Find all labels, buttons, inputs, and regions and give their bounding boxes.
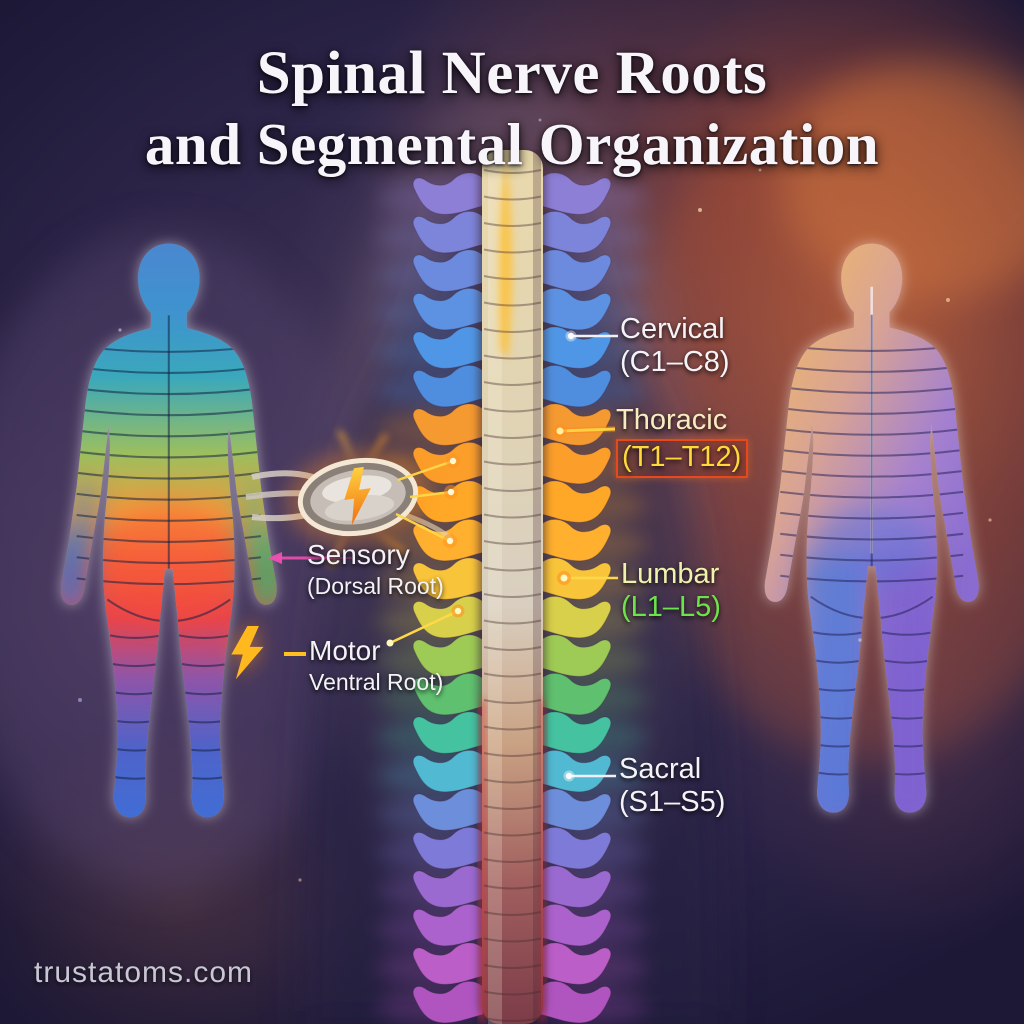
label-sensory: Sensory (Dorsal Root)	[307, 539, 444, 599]
motor-annotation-graphics	[231, 604, 465, 680]
label-sacral: Sacral (S1–S5)	[619, 753, 725, 819]
motor-sublabel: Ventral Root)	[309, 668, 444, 695]
label-lumbar: Lumbar (L1–L5)	[621, 558, 721, 624]
lumbar-range: (L1–L5)	[621, 590, 721, 623]
sacral-name: Sacral	[619, 753, 702, 785]
thoracic-range: (T1–T12)	[616, 438, 749, 478]
title-line-2: and Segmental Organization	[144, 110, 880, 177]
thoracic-name: Thoracic	[616, 404, 728, 436]
page-title: Spinal Nerve Roots and Segmental Organiz…	[0, 38, 1024, 180]
label-thoracic: Thoracic (T1–T12)	[616, 404, 749, 478]
motor-label: Motor	[309, 635, 381, 666]
sparkles	[78, 118, 992, 882]
sensory-label: Sensory	[307, 539, 410, 570]
lumbar-name: Lumbar	[621, 558, 720, 590]
nerve-cross-section-callout	[245, 430, 460, 567]
label-cervical: Cervical (C1–C8)	[620, 313, 730, 379]
sensory-sublabel: (Dorsal Root)	[307, 572, 444, 599]
cervical-name: Cervical	[620, 313, 725, 345]
label-motor: Motor Ventral Root)	[309, 635, 444, 695]
watermark: trustatoms.com	[34, 956, 254, 989]
sacral-range: (S1–S5)	[619, 785, 726, 818]
callout-leader-dots	[443, 454, 460, 548]
sensory-arrow	[268, 552, 352, 564]
cervical-range: (C1–C8)	[620, 345, 730, 378]
vertebral-column	[478, 150, 546, 1024]
region-leader-lines	[553, 330, 618, 782]
title-line-1: Spinal Nerve Roots	[256, 40, 768, 107]
